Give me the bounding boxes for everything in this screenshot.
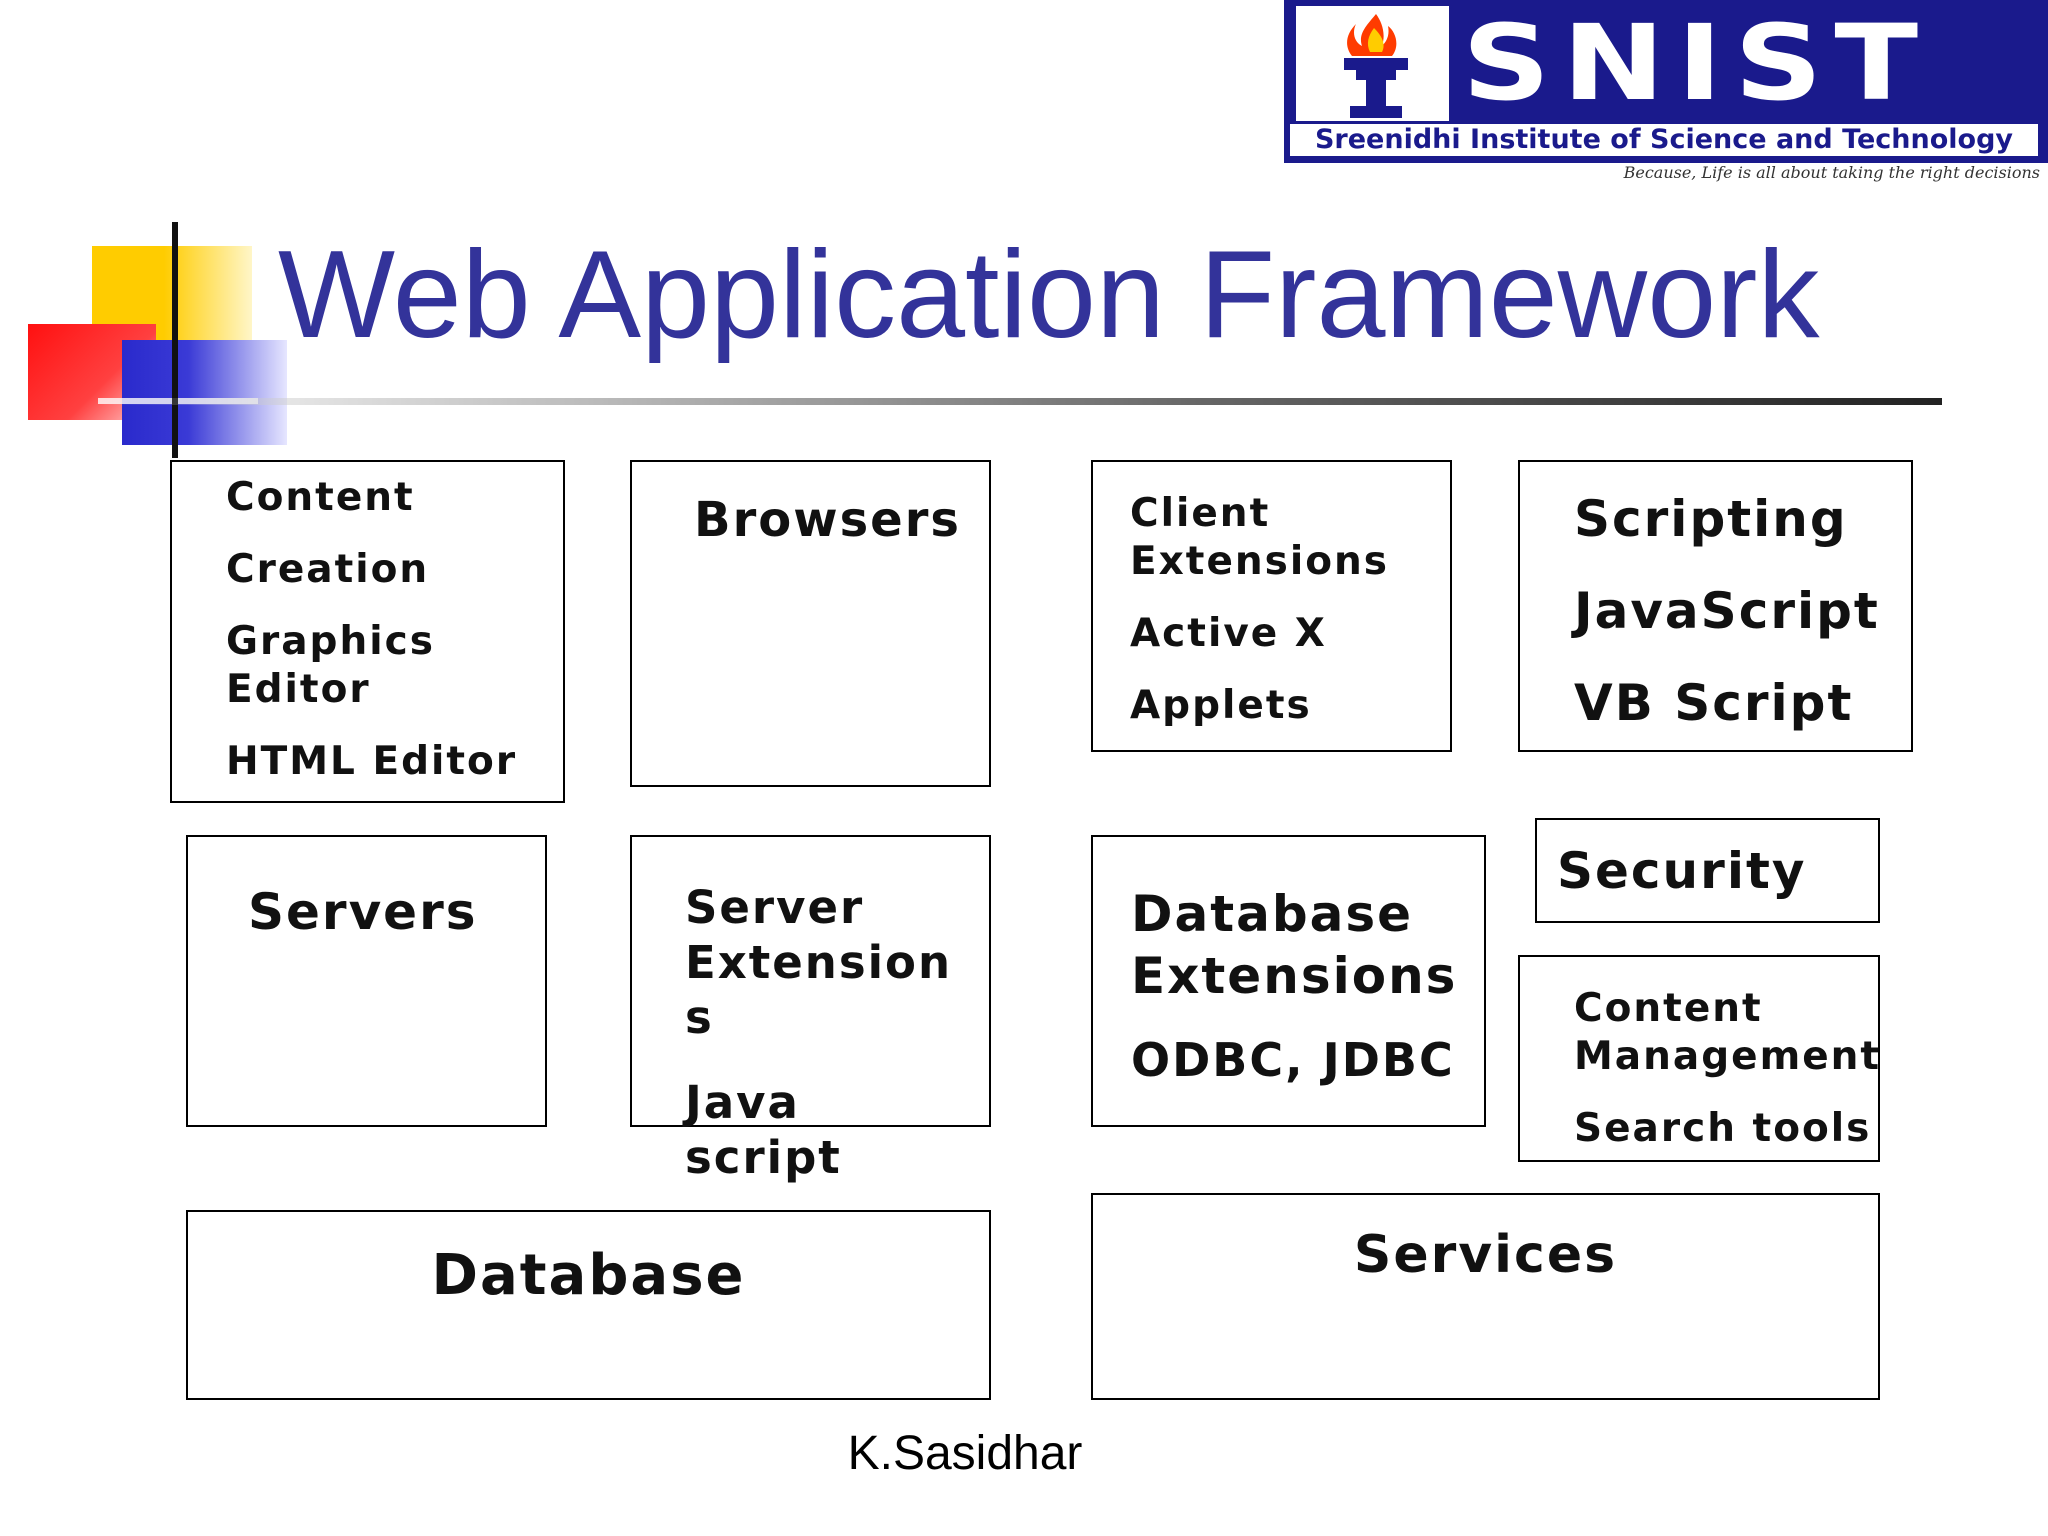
server-extensions-box	[630, 835, 991, 1127]
server-extensions-line: Server	[685, 881, 865, 934]
java-script-line: script	[685, 1131, 842, 1184]
database-label: Database	[431, 1243, 746, 1308]
scripting-label: Scripting	[1574, 490, 1848, 548]
search-tools-line: Search tools	[1574, 1106, 1872, 1151]
vbscript-label: VB Script	[1574, 674, 1854, 732]
database-extensions-box: Database Extensions ODBC, JDBC	[1091, 835, 1486, 1127]
client-extensions-line: Client	[1130, 491, 1271, 536]
server-extensions-line: Extension	[685, 936, 952, 989]
logo-wordmark: SNIST	[1462, 2, 1930, 124]
client-extensions-box: Client Extensions Active X Applets	[1091, 460, 1452, 752]
javascript-label: JavaScript	[1574, 582, 1880, 640]
database-extensions-line: Extensions	[1131, 947, 1458, 1005]
security-box: Security	[1535, 818, 1880, 923]
scripting-box: Scripting JavaScript VB Script	[1518, 460, 1913, 752]
services-box: Services	[1091, 1193, 1880, 1400]
odbc-jdbc-line: ODBC, JDBC	[1131, 1033, 1455, 1087]
browsers-label: Browsers	[694, 492, 961, 548]
content-management-line: Management	[1574, 1034, 1882, 1079]
decor-vertical-line	[172, 222, 178, 458]
slide-title: Web Application Framework	[278, 226, 1820, 364]
database-box: Database	[186, 1210, 991, 1400]
logo-institute-name: Sreenidhi Institute of Science and Techn…	[1290, 124, 2038, 156]
services-label: Services	[1353, 1225, 1618, 1285]
browsers-box: Browsers	[630, 460, 991, 787]
author-footer: K.Sasidhar	[847, 1427, 1083, 1480]
java-script-line: Java	[685, 1076, 800, 1129]
decor-blue-square	[122, 340, 287, 445]
security-label: Security	[1557, 842, 1807, 900]
content-management-line: Content	[1574, 986, 1763, 1031]
content-creation-line: Content	[226, 475, 415, 520]
applets-line: Applets	[1130, 683, 1312, 728]
graphics-editor-line: Editor	[226, 667, 371, 712]
content-creation-box: Content Creation Graphics Editor HTML Ed…	[170, 460, 565, 803]
server-extensions-line: s	[685, 991, 714, 1044]
content-management-box: Content Management Search tools	[1518, 955, 1880, 1162]
torch-emblem	[1296, 6, 1449, 121]
title-underline	[100, 398, 1942, 405]
torch-icon	[1344, 14, 1408, 118]
client-extensions-line: Extensions	[1130, 539, 1390, 584]
logo-tagline: Because, Life is all about taking the ri…	[1623, 163, 2040, 182]
servers-label: Servers	[248, 883, 478, 941]
html-editor-line: HTML Editor	[226, 739, 518, 784]
graphics-editor-line: Graphics	[226, 619, 435, 664]
servers-box: Servers	[186, 835, 547, 1127]
active-x-line: Active X	[1130, 611, 1327, 656]
database-extensions-line: Database	[1131, 885, 1414, 943]
content-creation-line: Creation	[226, 547, 430, 592]
